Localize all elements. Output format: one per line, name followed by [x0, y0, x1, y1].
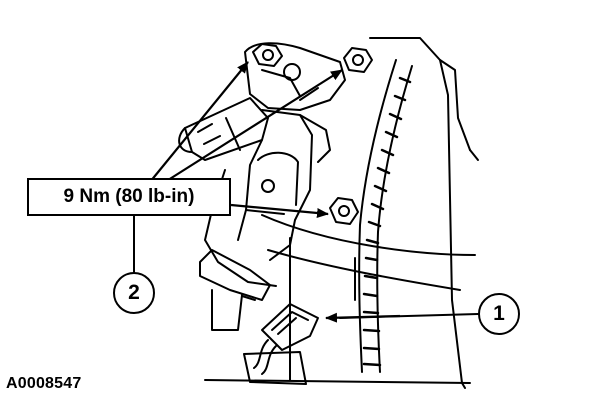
- wiring-harness: [358, 59, 413, 373]
- callout-2: 2: [113, 272, 155, 314]
- nut-middle: [329, 197, 359, 225]
- nut-upper-right: [343, 47, 373, 73]
- nut-upper-left: [252, 43, 283, 67]
- torque-arrow-upper-left: [149, 61, 249, 183]
- torque-arrow-middle: [230, 203, 329, 218]
- torque-arrow-upper-right: [164, 69, 343, 183]
- callout-1-arrow: [325, 312, 401, 323]
- electrical-connector: [243, 303, 319, 385]
- torque-spec-label: 9 Nm (80 lb-in): [27, 178, 231, 216]
- figure-id: A0008547: [6, 375, 82, 392]
- callout-1: 1: [478, 293, 520, 335]
